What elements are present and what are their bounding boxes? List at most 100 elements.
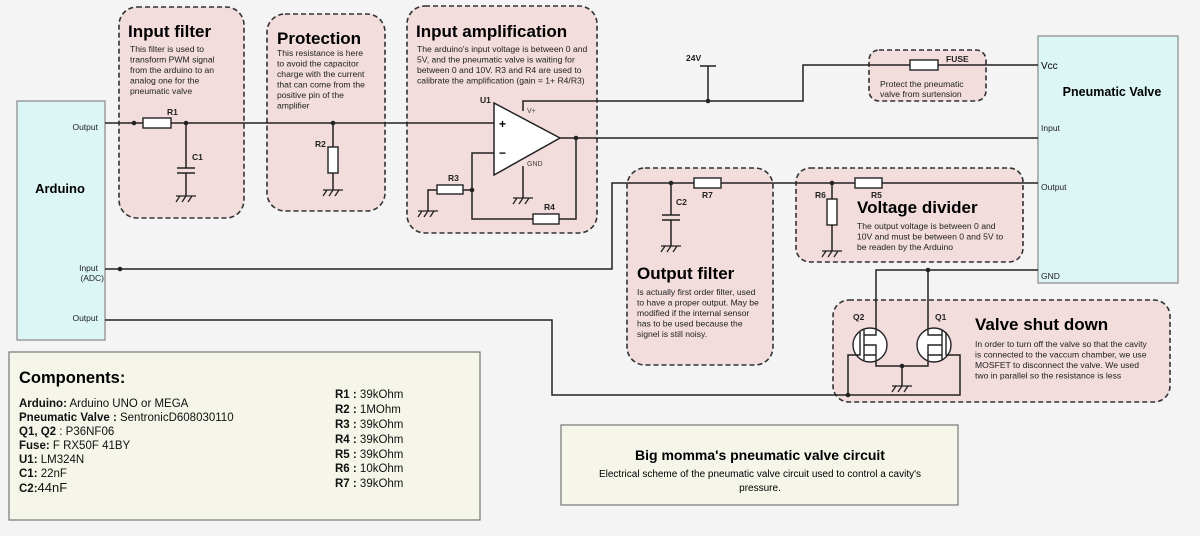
output-filter-section: Output filter Is actually first order fi… xyxy=(626,167,774,366)
resistor-r7 xyxy=(693,177,722,189)
label-r3: R3 xyxy=(448,173,459,183)
label-r1: R1 xyxy=(167,107,178,117)
arduino-block: Arduino Output Input (ADC) Output xyxy=(16,100,106,341)
junction-dots xyxy=(117,98,931,398)
input-filter-desc: analog one for the xyxy=(130,76,200,86)
input-amp-desc: between 0 and 10V. R3 and R4 are used to xyxy=(417,65,582,75)
mosfets xyxy=(852,327,952,363)
output-filter-desc: to have a proper output. May be xyxy=(637,298,759,308)
capacitor-c1 xyxy=(177,167,195,174)
input-amp-desc: 5V, and the pneumatic valve is waiting f… xyxy=(417,55,575,65)
valve-title: Pneumatic Valve xyxy=(1063,85,1162,99)
label-r7: R7 xyxy=(702,190,713,200)
valve-shutdown-desc: two in parallel so the resistance is les… xyxy=(975,371,1121,381)
voltage-divider-desc: 10V and must be between 0 and 5V to xyxy=(857,232,1003,242)
output-filter-desc: Is actually first order filter, used xyxy=(637,287,756,297)
part-labels: R1 C1 R2 U1 R3 R4 24V C2 R7 R6 R5 Q2 Q1 xyxy=(167,53,947,322)
component-item: Q1, Q2 : P36NF06 xyxy=(19,426,114,438)
ground-icon xyxy=(512,197,533,205)
label-u1: U1 xyxy=(480,95,491,105)
voltage-divider-title: Voltage divider xyxy=(857,198,978,217)
input-amp-desc: calibrate the amplification (gain = 1+ R… xyxy=(417,76,585,86)
valve-pin-output: Output xyxy=(1041,182,1067,192)
fuse-section: FUSE Protect the pneumatic valve from su… xyxy=(868,49,987,102)
protection-desc: amplifier xyxy=(277,101,310,111)
resistor-item: R5 : 39kOhm xyxy=(335,449,403,461)
resistor-item: R2 : 1MOhm xyxy=(335,404,401,416)
voltage-divider-desc: be readen by the Arduino xyxy=(857,242,953,252)
ground-icon xyxy=(322,189,343,197)
output-filter-desc: has to be used because the xyxy=(637,319,743,329)
input-filter-desc: This filter is used to xyxy=(130,44,204,54)
protection-desc: positive pin of the xyxy=(277,90,344,100)
arduino-pin-output-2: Output xyxy=(72,313,98,323)
arduino-title: Arduino xyxy=(35,181,85,196)
diagram-subtitle: pressure. xyxy=(739,483,781,494)
resistor-r2 xyxy=(327,146,339,174)
opamp-minus: − xyxy=(499,146,506,160)
resistor-item: R6 : 10kOhm xyxy=(335,463,403,475)
label-q1: Q1 xyxy=(935,312,947,322)
voltage-divider-desc: The output voltage is between 0 and xyxy=(857,221,996,231)
arduino-pin-output: Output xyxy=(72,122,98,132)
protection-desc: that can come from the xyxy=(277,80,365,90)
resistor-r4 xyxy=(532,213,560,225)
label-r5: R5 xyxy=(871,190,882,200)
input-amp-desc: The arduino's input voltage is between 0… xyxy=(417,44,588,54)
label-r4: R4 xyxy=(544,202,555,212)
fuse-label: FUSE xyxy=(946,54,969,64)
resistor-r3 xyxy=(436,184,464,195)
protection-desc: charge with the current xyxy=(277,69,365,79)
capacitors xyxy=(177,167,680,221)
resistor-item: R4 : 39kOhm xyxy=(335,434,403,446)
input-filter-desc: pneumatic valve xyxy=(130,86,192,96)
valve-shutdown-desc: MOSFET to disconnect the valve. We used xyxy=(975,360,1139,370)
input-filter-desc: transform PWM signal xyxy=(130,55,215,65)
diagram-title-box: Big momma's pneumatic valve circuit Elec… xyxy=(560,424,959,506)
fuse-symbol xyxy=(909,59,939,71)
resistors xyxy=(142,59,939,226)
opamp-u1: + − V+ GND xyxy=(493,101,562,177)
mosfet-q2 xyxy=(852,327,888,363)
component-item: C2:44nF xyxy=(19,480,67,495)
valve-pin-input: Input xyxy=(1041,123,1061,133)
resistor-r5 xyxy=(854,177,883,189)
label-r2: R2 xyxy=(315,139,326,149)
diagram-subtitle: Electrical scheme of the pneumatic valve… xyxy=(599,469,921,480)
label-q2: Q2 xyxy=(853,312,865,322)
component-item: U1: LM324N xyxy=(19,454,84,466)
ground-icon xyxy=(660,245,681,253)
protection-section: Protection This resistance is here to av… xyxy=(266,13,386,212)
ground-icon xyxy=(417,210,438,218)
opamp-gnd: GND xyxy=(527,161,543,168)
fuse-desc: Protect the pneumatic xyxy=(880,79,964,89)
arduino-pin-input: Input xyxy=(79,263,99,273)
protection-desc: This resistance is here xyxy=(277,48,363,58)
wires xyxy=(105,64,1038,396)
voltage-divider-section: Voltage divider The output voltage is be… xyxy=(795,167,1024,263)
resistor-item: R7 : 39kOhm xyxy=(335,478,403,490)
capacitor-c2 xyxy=(662,214,680,221)
opamp-vplus: V+ xyxy=(527,108,536,115)
valve-shutdown-desc: In order to turn off the valve so that t… xyxy=(975,339,1148,349)
valve-pin-vcc: Vcc xyxy=(1041,61,1058,72)
input-filter-desc: from the arduino to an xyxy=(130,65,214,75)
ground-icon xyxy=(175,195,196,203)
output-filter-title: Output filter xyxy=(637,264,735,283)
component-item: C1: 22nF xyxy=(19,468,67,480)
output-filter-desc: modified if the internal sensor xyxy=(637,308,749,318)
resistor-r1 xyxy=(142,117,172,129)
input-amp-title: Input amplification xyxy=(416,22,567,41)
components-title: Components: xyxy=(19,369,125,387)
protection-title: Protection xyxy=(277,29,361,48)
label-r6: R6 xyxy=(815,190,826,200)
component-item: Arduino: Arduino UNO or MEGA xyxy=(19,398,189,410)
resistor-r6 xyxy=(826,198,838,226)
pneumatic-valve-block: Pneumatic Valve Vcc Input Output GND xyxy=(1037,35,1179,284)
resistor-item: R1 : 39kOhm xyxy=(335,389,403,401)
label-24v: 24V xyxy=(686,53,701,63)
label-c2: C2 xyxy=(676,197,687,207)
input-filter-title: Input filter xyxy=(128,22,211,41)
valve-shutdown-section: Valve shut down In order to turn off the… xyxy=(832,299,1171,403)
